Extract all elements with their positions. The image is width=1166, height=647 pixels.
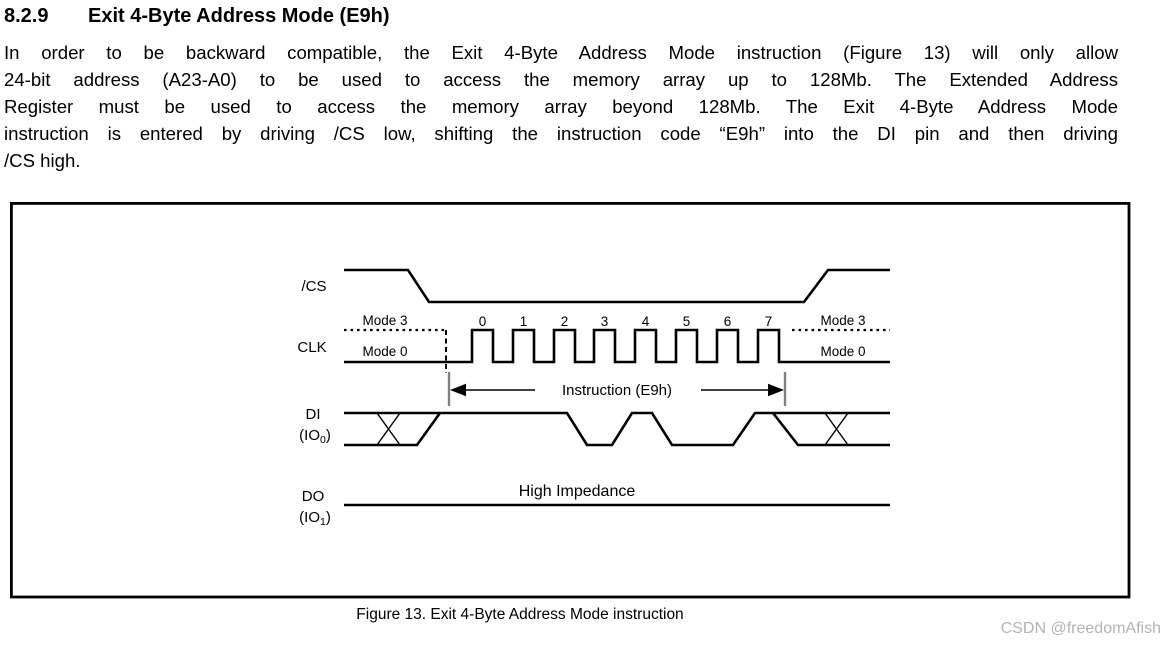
right-arrowhead-icon — [768, 383, 784, 397]
clock-number: 7 — [765, 314, 773, 329]
instruction-annotation: Instruction (E9h) — [562, 382, 672, 399]
figure-caption: Figure 13. Exit 4-Byte Address Mode inst… — [356, 606, 684, 623]
mode3-right-label: Mode 3 — [820, 313, 865, 328]
cs-waveform — [344, 268, 890, 304]
body-paragraph: In order to be backward compatible, the … — [4, 39, 1118, 174]
clock-number: 5 — [683, 314, 691, 329]
paragraph-line: 24-bit address (A23-A0) to be used to ac… — [4, 69, 1118, 90]
di-waveform — [344, 411, 890, 447]
clock-number: 1 — [520, 314, 528, 329]
paragraph-line: /CS high. — [4, 150, 81, 171]
do-label: DO — [302, 488, 325, 505]
section-title: Exit 4-Byte Address Mode (E9h) — [88, 5, 390, 27]
cs-label: /CS — [301, 278, 326, 295]
mode3-left-label: Mode 3 — [362, 313, 407, 328]
clk-label: CLK — [297, 339, 326, 356]
clock-number: 0 — [479, 314, 487, 329]
mode0-right-label: Mode 0 — [820, 344, 865, 359]
figure-border — [9, 201, 1131, 599]
paragraph-line: Register must be used to access the memo… — [4, 96, 1118, 117]
di-pin-label: (IO0) — [299, 427, 331, 446]
clk-waveform — [344, 328, 890, 364]
clock-number: 4 — [642, 314, 650, 329]
high-impedance-annotation: High Impedance — [519, 483, 636, 500]
clock-number: 2 — [561, 314, 569, 329]
di-dont-care-x-crossings — [376, 412, 849, 446]
paragraph-line: instruction is entered by driving /CS lo… — [4, 123, 1118, 144]
do-pin-label: (IO1) — [299, 509, 331, 528]
left-arrowhead-icon — [450, 383, 466, 397]
mode0-left-label: Mode 0 — [362, 344, 407, 359]
clock-number: 6 — [724, 314, 732, 329]
watermark: CSDN @freedomAfish — [1000, 620, 1161, 637]
paragraph-line: In order to be backward compatible, the … — [4, 42, 1118, 63]
section-number: 8.2.9 — [4, 5, 49, 27]
di-label: DI — [306, 406, 321, 423]
section-heading: 8.2.9 Exit 4-Byte Address Mode (E9h) — [4, 5, 390, 28]
clock-number: 3 — [601, 314, 609, 329]
